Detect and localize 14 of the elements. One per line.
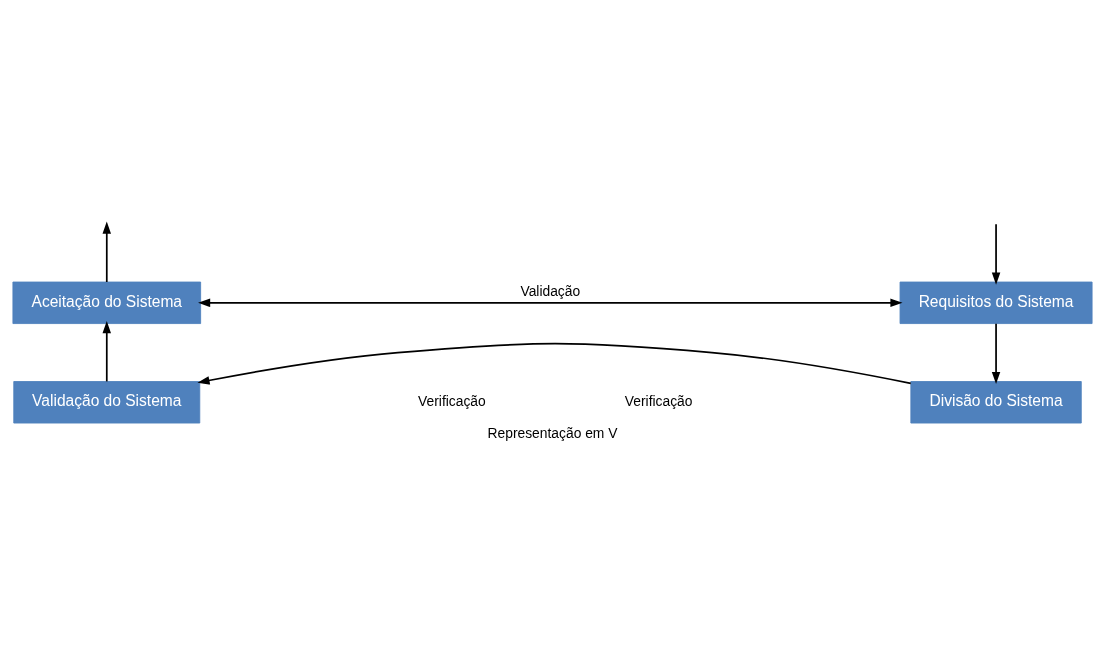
node-box: Requisitos do Sistema [899,281,1093,324]
arrow [102,320,111,382]
arrow [102,221,111,283]
node-box: Aceitação do Sistema [12,281,202,324]
arrow [991,322,1001,384]
node-box: Validação do Sistema [13,380,201,423]
label: Verificação [624,392,693,409]
label: Verificação [418,392,486,409]
node-box: Divisão do Sistema [910,380,1082,423]
caption: Representação em V [487,424,618,441]
arrow [197,342,912,385]
arrow [198,298,903,307]
arrow [991,222,1001,285]
edge-label: Validação [520,282,581,299]
